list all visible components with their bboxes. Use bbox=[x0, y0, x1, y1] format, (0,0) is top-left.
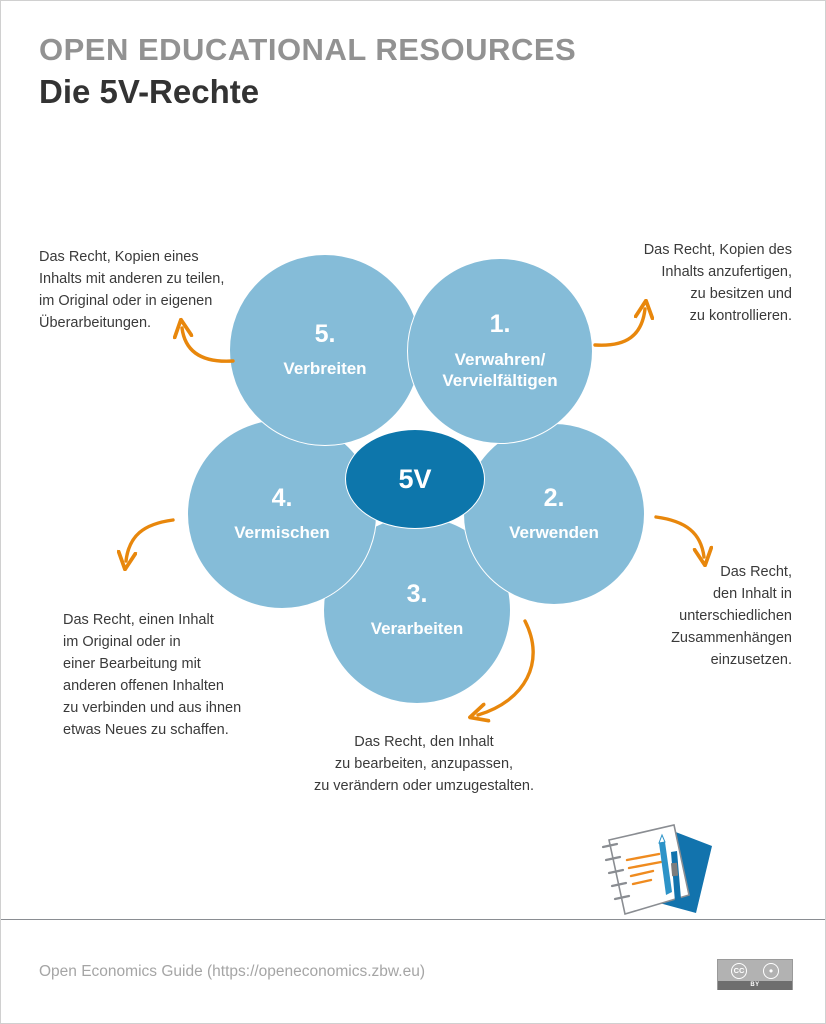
petal-circle-2-verwenden: 2. Verwenden bbox=[463, 423, 645, 605]
spiral-rings-icon bbox=[601, 842, 631, 901]
petal-2-number: 2. bbox=[543, 483, 565, 512]
page-title: Die 5V-Rechte bbox=[39, 73, 260, 111]
attribution-person-icon: ● bbox=[763, 962, 779, 979]
handwriting-lines bbox=[625, 852, 663, 886]
pencil-icon bbox=[658, 833, 672, 895]
cc-by-license-badge: CC ● BY bbox=[717, 959, 793, 990]
petal-5-number: 5. bbox=[314, 319, 336, 348]
callout-text-5-verbreiten: Das Recht, Kopien eines Inhalts mit ande… bbox=[39, 249, 225, 332]
petal-3-label: Verarbeiten bbox=[370, 619, 464, 639]
callout-text-3-verarbeiten: Das Recht, den Inhalt zu bearbeiten, anz… bbox=[313, 734, 535, 795]
petal-5-label: Verbreiten bbox=[283, 359, 367, 379]
callout-text-1-verwahren: Das Recht, Kopien des Inhalts anzufertig… bbox=[643, 242, 792, 325]
petal-4-number: 4. bbox=[271, 483, 293, 512]
cc-circle-icon: CC bbox=[731, 962, 747, 979]
petal-circle-4-vermischen: 4. Vermischen bbox=[187, 419, 377, 609]
cc-badge-by-label: BY bbox=[718, 981, 792, 990]
footer-source-text: Open Economics Guide (https://openeconom… bbox=[39, 963, 425, 980]
petal-4-label: Vermischen bbox=[234, 523, 330, 543]
petal-1-label: Verwahren/ Vervielfältigen bbox=[442, 349, 558, 390]
notebook-illustration bbox=[601, 824, 712, 916]
center-badge-5v: 5V bbox=[345, 429, 485, 529]
petal-circle-5-verbreiten: 5. Verbreiten bbox=[229, 254, 421, 446]
header: OPEN EDUCATIONAL RESOURCES Die 5V-Rechte bbox=[39, 32, 759, 111]
pen-icon bbox=[670, 851, 681, 908]
footer-divider bbox=[1, 919, 825, 920]
petal-circle-1-verwahren: 1. Verwahren/ Vervielfältigen bbox=[407, 258, 593, 444]
cc-badge-marks: CC ● bbox=[718, 960, 792, 981]
callout-text-4-vermischen: Das Recht, einen Inhalt im Original oder… bbox=[63, 612, 242, 739]
eyebrow-title: OPEN EDUCATIONAL RESOURCES bbox=[39, 32, 577, 67]
petal-2-label: Verwenden bbox=[509, 523, 599, 543]
petal-3-number: 3. bbox=[406, 579, 428, 608]
petal-1-number: 1. bbox=[489, 310, 511, 338]
five-v-rights-diagram: 5. Verbreiten 1. Verwahren/ Vervielfälti… bbox=[1, 216, 825, 816]
callout-text-2-verwenden: Das Recht, den Inhalt in unterschiedlich… bbox=[671, 564, 792, 669]
